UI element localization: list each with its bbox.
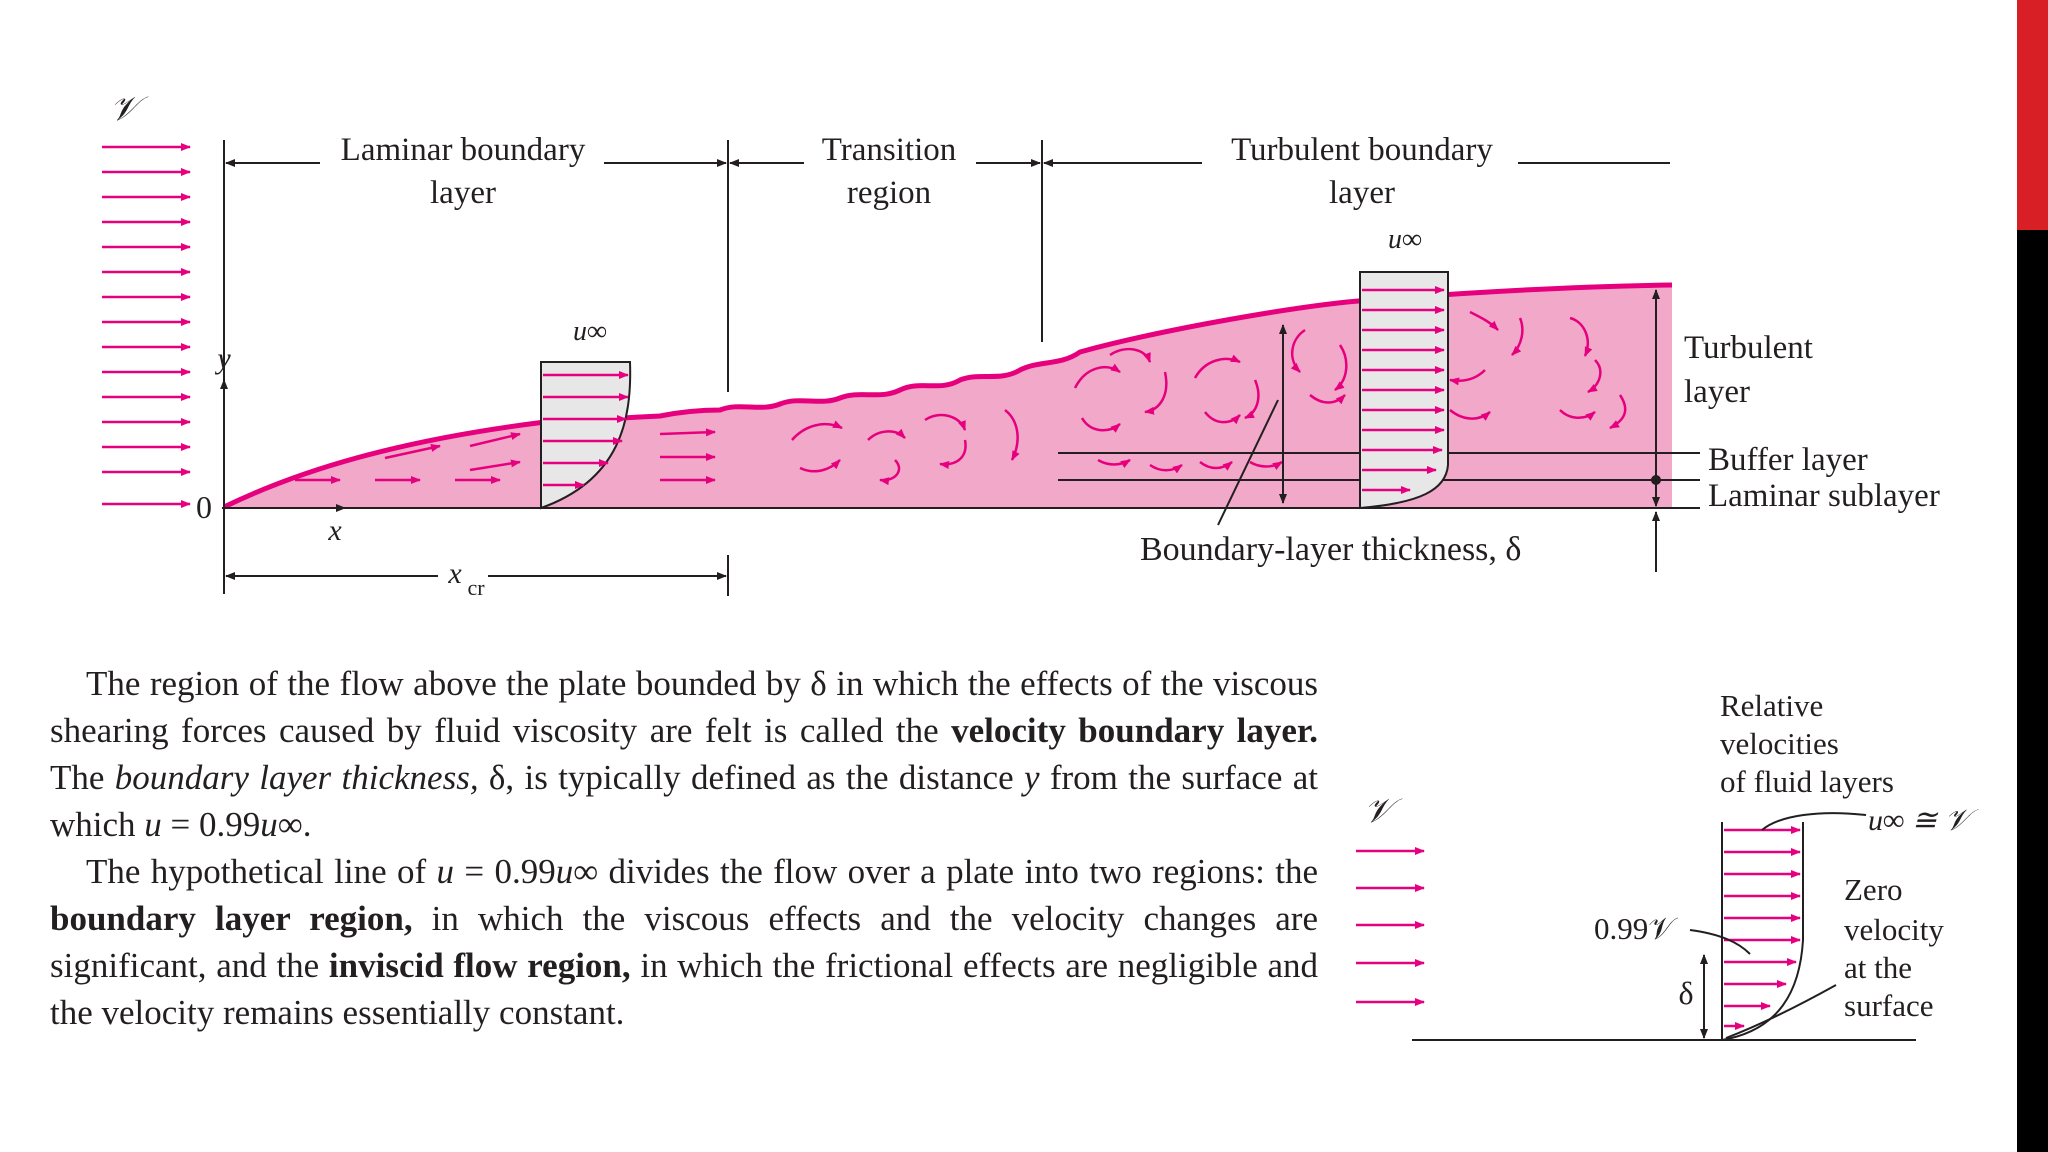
paragraph-segment: The — [50, 758, 115, 797]
laminar-flow-arrows — [295, 428, 716, 484]
laminar-region-label: Laminar boundary — [341, 132, 586, 168]
turbulent-layer-label: Turbulent — [1684, 330, 1813, 366]
paragraph-segment: The hypothetical line of — [86, 852, 437, 891]
small-velocity-profile — [1721, 822, 1804, 1041]
turbulent-region-label: Turbulent boundary — [1231, 132, 1493, 168]
paragraph-segment: u — [555, 852, 574, 891]
paragraph-segment: ∞. — [277, 805, 312, 844]
zero-velocity-label-4: surface — [1844, 988, 1934, 1023]
paragraph-segment: = 0.99 — [161, 805, 261, 844]
laminar-profile-arrows — [543, 371, 629, 489]
paragraph-segment: = 0.99 — [454, 852, 556, 891]
laminar-sublayer-label: Laminar sublayer — [1708, 478, 1940, 514]
paragraph-segment: u — [144, 805, 162, 844]
freestream-symbol: 𝒱 — [110, 91, 149, 128]
laminar-velocity-profile — [540, 361, 632, 510]
paragraph-segment: velocity boundary layer. — [951, 711, 1318, 750]
xcr-subscript: cr — [467, 575, 485, 600]
xcr-label: x — [447, 557, 462, 590]
turbulent-profile-arrows — [1362, 286, 1445, 494]
paragraph-segment: The region of the flow above the plate b… — [50, 664, 1318, 750]
sublayer-dot — [1651, 475, 1661, 485]
x-axis-label: x — [327, 514, 342, 547]
paragraph-segment: u — [436, 852, 455, 891]
boundary-layer-region — [224, 285, 1672, 508]
small-delta-label: δ — [1678, 975, 1693, 1011]
paragraph-segment: in which the frictional effects are negl… — [50, 946, 1318, 1032]
turbulent-swirls — [1073, 310, 1627, 474]
zero-velocity-label-2: velocity — [1844, 912, 1944, 947]
paragraph-segment: δ, is typically defined as the distance — [478, 758, 1024, 797]
freestream-arrows — [102, 143, 191, 508]
boundary-layer-thickness-label: Boundary-layer thickness, δ — [1140, 531, 1521, 568]
relative-velocities-label-1: Relative — [1720, 688, 1823, 723]
paragraph-segment: boundary layer thickness, — [114, 758, 479, 797]
laminar-region-label-2: layer — [430, 175, 496, 211]
u-inf-label-laminar: u∞ — [573, 316, 607, 347]
paragraph-segment: inviscid flow region, — [328, 946, 631, 985]
u-inf-approx-label: u∞ ≅ 𝒱 — [1868, 804, 1979, 837]
zero-velocity-label-1: Zero — [1844, 872, 1903, 907]
buffer-layer-label: Buffer layer — [1708, 442, 1868, 478]
turbulent-region-label-2: layer — [1329, 175, 1395, 211]
transition-swirls — [791, 409, 1020, 486]
relative-leader — [1761, 812, 1867, 831]
turbulent-layer-label-2: layer — [1684, 374, 1750, 410]
u-inf-label-turbulent: u∞ — [1388, 224, 1422, 255]
small-profile-arrows — [1724, 826, 1801, 1030]
small-freestream-arrows — [1356, 847, 1425, 1006]
small-freestream-symbol: 𝒱 — [1364, 793, 1403, 830]
origin-label: 0 — [196, 489, 212, 525]
y-axis-label: y — [214, 342, 231, 375]
region-dimensions — [223, 140, 1670, 594]
paragraph-2: The hypothetical line of u = 0.99u∞ divi… — [50, 848, 1318, 1036]
point99-label: 0.99𝒱 — [1594, 911, 1678, 946]
thickness-leader — [1217, 399, 1279, 526]
transition-region-label: Transition — [822, 132, 956, 168]
boundary-layer-edge — [222, 282, 1673, 510]
paragraph-segment: from the surface at which — [50, 758, 1318, 844]
paragraph-segment: u — [260, 805, 278, 844]
zero-velocity-label-3: at the — [1844, 950, 1912, 985]
relative-velocities-label-2: velocities — [1720, 726, 1839, 761]
paragraph-segment: in which the viscous effects and the vel… — [50, 899, 1318, 985]
paragraph-segment: boundary layer region, — [50, 899, 413, 938]
paragraph-segment: ∞ divides the flow over a plate into two… — [573, 852, 1318, 891]
point99-leader — [1689, 929, 1751, 955]
slide-accent-bar — [2017, 0, 2048, 230]
zero-velocity-leader — [1725, 984, 1837, 1039]
transition-region-label-2: region — [847, 175, 931, 211]
paragraph-segment: y — [1023, 758, 1040, 797]
relative-velocities-label-3: of fluid layers — [1720, 764, 1894, 799]
explanation-paragraph: The region of the flow above the plate b… — [50, 660, 1318, 1036]
paragraph-1: The region of the flow above the plate b… — [50, 660, 1318, 848]
